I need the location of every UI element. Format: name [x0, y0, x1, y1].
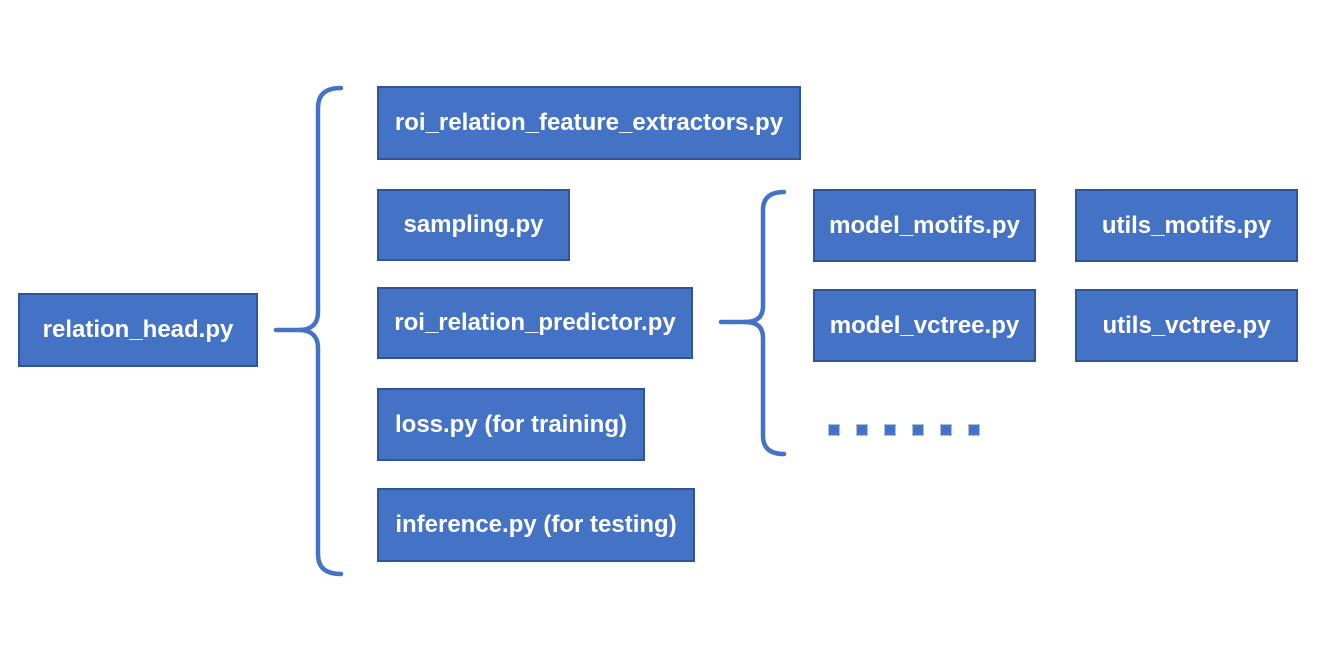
ellipsis-dot [940, 424, 952, 436]
ellipsis-dot [968, 424, 980, 436]
file-box-loss: loss.py (for training) [377, 388, 645, 461]
file-box-relation-head: relation_head.py [18, 293, 258, 367]
right-brace [742, 189, 787, 457]
ellipsis-dot [884, 424, 896, 436]
ellipsis-dot [912, 424, 924, 436]
ellipsis-dots [828, 424, 980, 436]
file-box-utils-motifs: utils_motifs.py [1075, 189, 1298, 262]
file-box-model-motifs: model_motifs.py [813, 189, 1036, 262]
file-box-roi-relation-predictor: roi_relation_predictor.py [377, 287, 693, 359]
ellipsis-dot [828, 424, 840, 436]
file-box-sampling: sampling.py [377, 189, 570, 261]
file-box-model-vctree: model_vctree.py [813, 289, 1036, 362]
file-box-utils-vctree: utils_vctree.py [1075, 289, 1298, 362]
left-brace [296, 85, 344, 577]
file-box-inference: inference.py (for testing) [377, 488, 695, 562]
file-box-roi-relation-feature-extractors: roi_relation_feature_extractors.py [377, 86, 801, 160]
ellipsis-dot [856, 424, 868, 436]
